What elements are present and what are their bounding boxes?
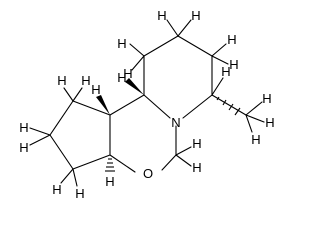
bond	[245, 114, 253, 133]
wedge-bond	[96, 95, 110, 115]
hydrogen-label: H	[262, 91, 271, 106]
bond	[143, 35, 179, 57]
bond	[211, 77, 224, 96]
bond	[175, 146, 192, 156]
hydrogen-label: H	[19, 120, 28, 135]
bond	[182, 94, 213, 119]
nitrogen-label: N	[171, 115, 180, 130]
bond	[245, 101, 263, 116]
hydrogen-label: H	[227, 32, 236, 47]
hashed-wedge-bond	[105, 158, 115, 172]
hydrogen-label: H	[265, 115, 274, 130]
hydrogen-label: H	[91, 82, 100, 97]
bond	[72, 154, 111, 170]
bond	[29, 134, 51, 146]
oxygen-label: O	[143, 166, 153, 181]
bond	[72, 87, 83, 102]
bond	[211, 94, 247, 116]
atom-labels: N O	[143, 115, 181, 181]
hydrogen-label: H	[157, 8, 166, 23]
bond	[211, 43, 227, 57]
hydrogen-label: H	[19, 140, 28, 155]
hydrogen-label: H	[52, 182, 61, 197]
bond	[63, 87, 74, 102]
hydrogen-label: H	[117, 36, 126, 51]
hydrogen-label: H	[105, 174, 114, 189]
hydrogen-label: H	[117, 70, 126, 85]
bond	[109, 154, 136, 173]
bond	[131, 55, 145, 71]
hydrogen-label: H	[192, 136, 201, 151]
bond	[177, 35, 213, 57]
bond	[72, 100, 111, 116]
bond	[177, 19, 192, 37]
hydrogen-label: H	[221, 64, 230, 79]
bond	[49, 100, 74, 136]
bond	[60, 168, 74, 184]
wedge-bond	[125, 78, 144, 95]
bond	[175, 154, 192, 167]
hydrogen-label: H	[251, 132, 260, 147]
structure-diagram: N O H H H H H H H H H H H H H H H H H H …	[19, 8, 274, 201]
bond	[143, 94, 171, 119]
hydrogen-label: H	[123, 66, 132, 81]
bond	[109, 94, 145, 116]
hydrogen-label: H	[192, 160, 201, 175]
bond	[161, 154, 177, 171]
hashed-wedge-bond	[216, 96, 241, 116]
hydrogen-label: H	[191, 8, 200, 23]
hydrogen-bonds	[29, 19, 265, 187]
hydrogen-label: H	[57, 73, 66, 88]
bond	[72, 168, 78, 187]
bond	[129, 43, 145, 57]
skeleton-bonds	[49, 35, 247, 173]
hydrogen-label: H	[81, 73, 90, 88]
bond	[245, 114, 265, 123]
bond	[29, 127, 51, 136]
bond	[49, 134, 74, 170]
hydrogen-label: H	[229, 57, 238, 72]
bond	[211, 55, 229, 65]
hydrogen-label: H	[75, 186, 84, 201]
stereo-wedges	[96, 78, 241, 172]
bond	[166, 19, 179, 37]
hydrogen-labels: H H H H H H H H H H H H H H H H H H H H …	[19, 8, 274, 201]
